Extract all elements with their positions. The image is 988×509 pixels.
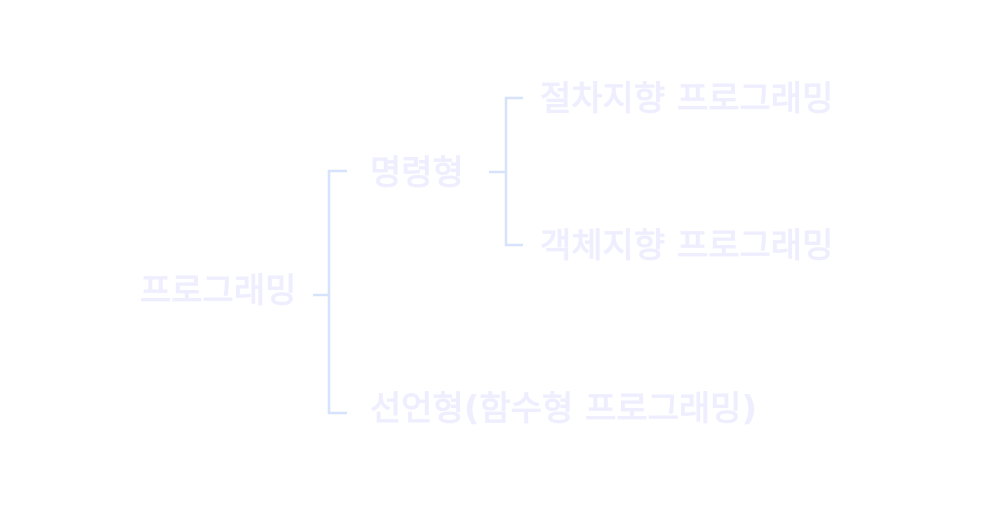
root-bracket-connector xyxy=(327,169,347,415)
node-declarative: 선언형(함수형 프로그래밍) xyxy=(370,389,757,429)
node-object-oriented: 객체지향 프로그래밍 xyxy=(540,226,834,266)
node-programming: 프로그래밍 xyxy=(140,271,297,311)
node-procedural: 절차지향 프로그래밍 xyxy=(540,79,834,119)
imperative-bracket-connector xyxy=(504,96,523,247)
node-imperative: 명령형 xyxy=(370,153,464,193)
